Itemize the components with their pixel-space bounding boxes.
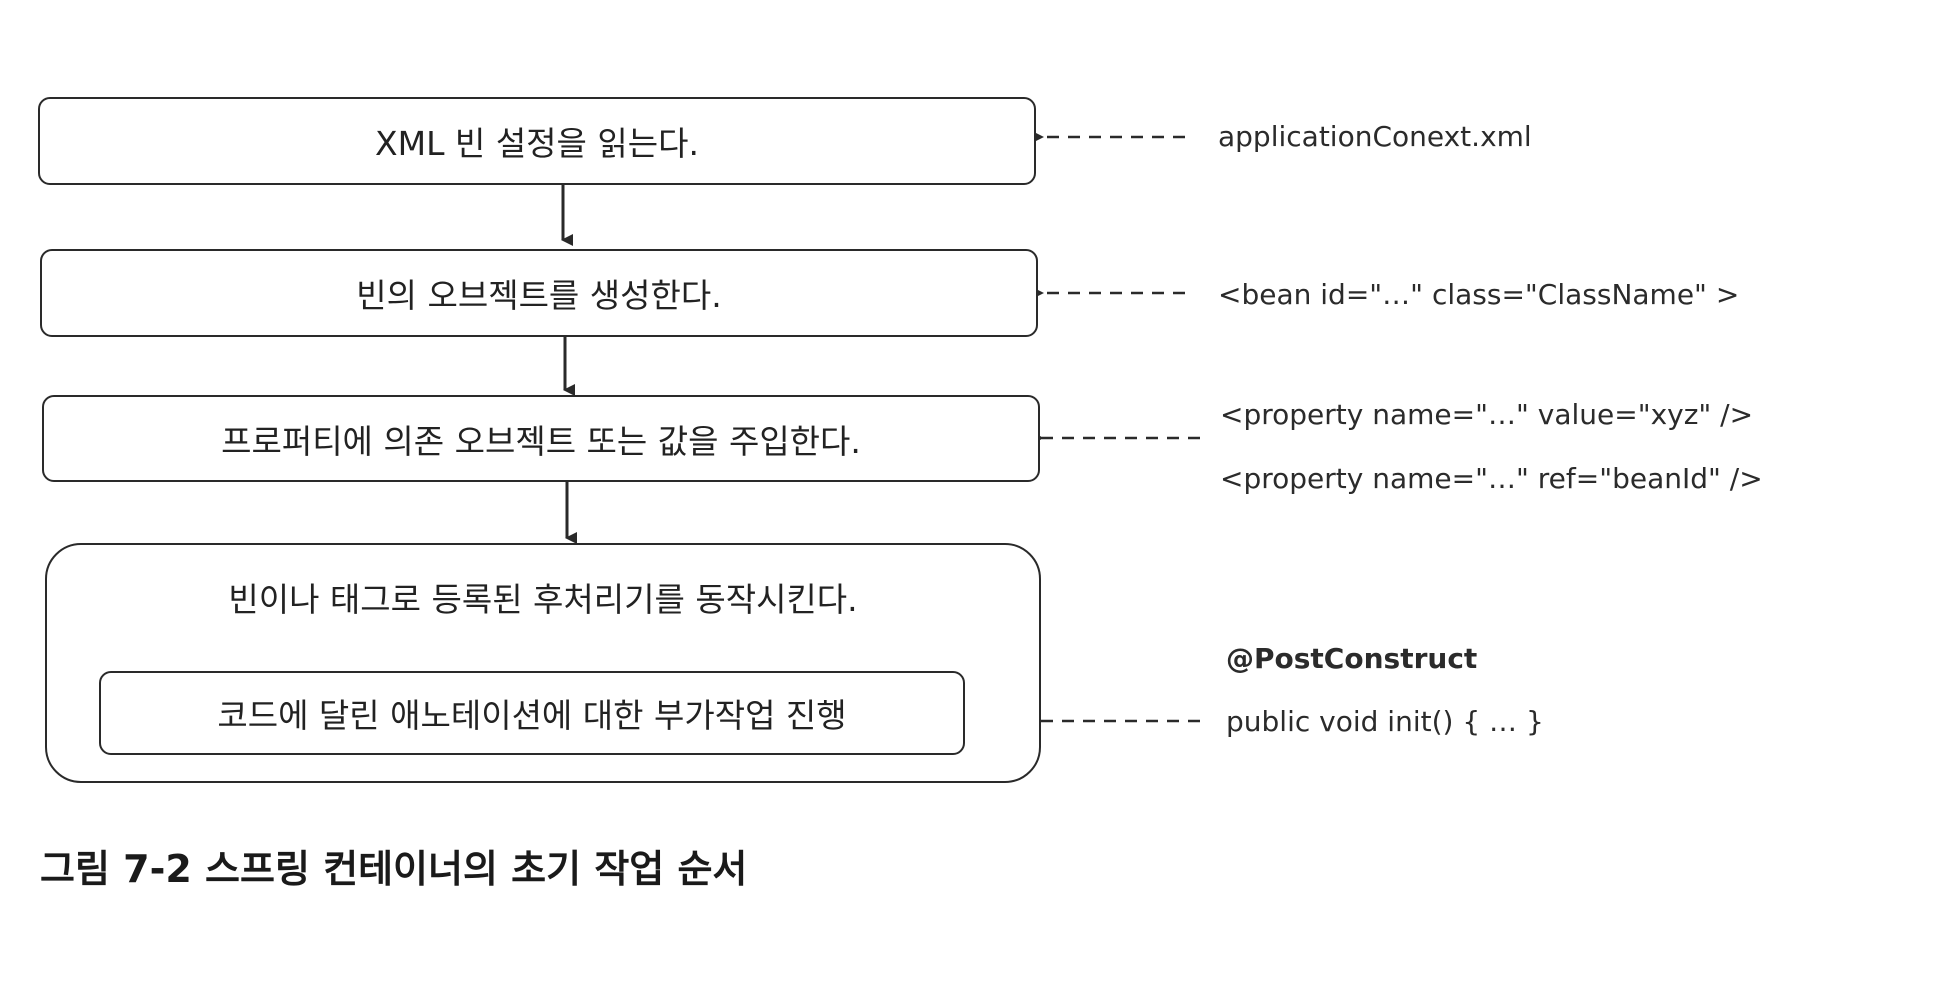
note-xml-file: applicationConext.xml bbox=[1218, 120, 1532, 153]
note-property-ref: <property name="…" ref="beanId" /> bbox=[1220, 462, 1763, 495]
note-annotation: @PostConstruct bbox=[1226, 642, 1478, 675]
step-postprocessor: 빈이나 태그로 등록된 후처리기를 동작시킨다. 코드에 달린 애노테이션에 대… bbox=[45, 543, 1041, 783]
step-annotation-processing: 코드에 달린 애노테이션에 대한 부가작업 진행 bbox=[99, 671, 965, 755]
figure-caption: 그림 7-2 스프링 컨테이너의 초기 작업 순서 bbox=[40, 847, 748, 891]
step-create-bean-label: 빈의 오브젝트를 생성한다. bbox=[356, 276, 722, 315]
step-postprocessor-label: 빈이나 태그로 등록된 후처리기를 동작시킨다. bbox=[228, 580, 858, 619]
note-property-value: <property name="…" value="xyz" /> bbox=[1220, 398, 1754, 431]
note-init-method: public void init() { … } bbox=[1226, 705, 1544, 738]
note-bean-tag: <bean id="…" class="ClassName" > bbox=[1218, 278, 1740, 311]
step-read-xml: XML 빈 설정을 읽는다. bbox=[38, 97, 1036, 185]
step-annotation-processing-label: 코드에 달린 애노테이션에 대한 부가작업 진행 bbox=[217, 696, 847, 735]
step-create-bean: 빈의 오브젝트를 생성한다. bbox=[40, 249, 1038, 337]
step-inject-property: 프로퍼티에 의존 오브젝트 또는 값을 주입한다. bbox=[42, 395, 1040, 482]
step-read-xml-label: XML 빈 설정을 읽는다. bbox=[375, 124, 699, 163]
step-inject-property-label: 프로퍼티에 의존 오브젝트 또는 값을 주입한다. bbox=[221, 421, 861, 461]
